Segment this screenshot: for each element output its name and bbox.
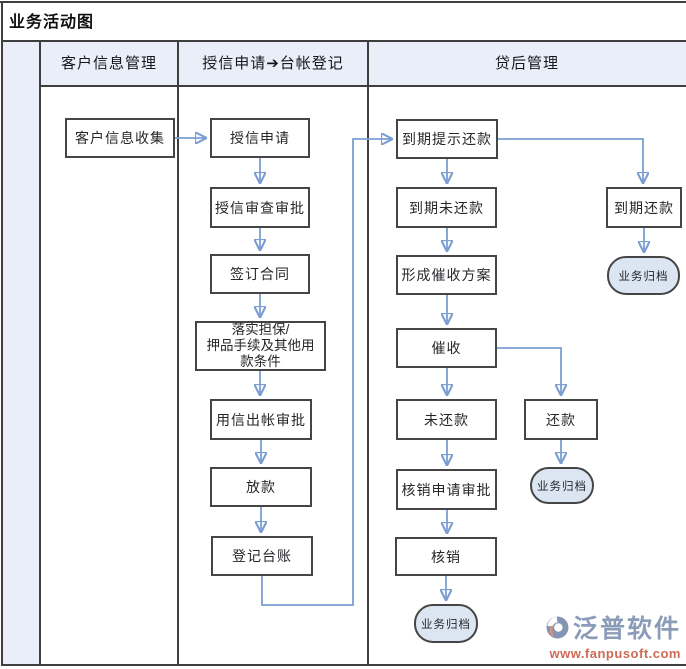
- node-credit-apply: 授信申请: [210, 118, 310, 158]
- node-form-collection-plan: 形成催收方案: [396, 255, 497, 295]
- terminal-business-archive-repaid: 业务归档: [530, 467, 594, 504]
- lane-header-customer-info: 客户信息管理: [60, 55, 157, 72]
- frame-bottom-border: [1, 664, 686, 666]
- lane-divider-gutter: [39, 42, 41, 666]
- node-due-unpaid: 到期未还款: [396, 187, 497, 228]
- node-writeoff-application-approval: 核销申请审批: [396, 469, 497, 510]
- watermark-brand-text: 泛普软件: [572, 615, 681, 643]
- node-collection: 催收: [396, 328, 497, 368]
- terminal-business-archive-writeoff: 业务归档: [414, 604, 478, 643]
- node-due-repayment-reminder: 到期提示还款: [396, 119, 498, 159]
- lane-header-row-background: [41, 42, 686, 85]
- node-credit-disbursement-approval: 用信出帐审批: [210, 399, 312, 440]
- title-divider: [1, 40, 686, 42]
- lane-divider-2-3: [367, 42, 369, 666]
- node-customer-info-collect: 客户信息收集: [65, 118, 175, 158]
- node-sign-contract: 签订合同: [210, 254, 310, 294]
- node-repaid: 还款: [524, 399, 598, 440]
- watermark-url: www.fanpusoft.com: [549, 646, 681, 661]
- node-register-ledger: 登记台账: [211, 536, 313, 576]
- lane-header-post-loan: 贷后管理: [494, 55, 559, 72]
- header-divider: [40, 85, 686, 87]
- frame-left-border: [1, 1, 3, 666]
- page-title: 业务活动图: [9, 14, 95, 31]
- left-gutter-column: [3, 42, 39, 664]
- lane-header-credit-application: 授信申请➔台帐登记: [202, 55, 344, 72]
- frame-top-border: [0, 1, 686, 3]
- node-implement-guarantee-conditions: 落实担保/ 押品手续及其他用 款条件: [195, 321, 326, 371]
- node-credit-review-approval: 授信审查审批: [210, 187, 310, 228]
- node-writeoff: 核销: [395, 537, 497, 576]
- node-due-repaid: 到期还款: [606, 187, 682, 228]
- node-unpaid: 未还款: [396, 399, 497, 440]
- node-loan-disbursement: 放款: [210, 467, 312, 507]
- watermark: 泛普软件 www.fanpusoft.com: [544, 614, 681, 660]
- lane-divider-1-2: [177, 42, 179, 666]
- terminal-business-archive-due: 业务归档: [607, 256, 680, 295]
- fanpu-logo-icon: [544, 614, 571, 645]
